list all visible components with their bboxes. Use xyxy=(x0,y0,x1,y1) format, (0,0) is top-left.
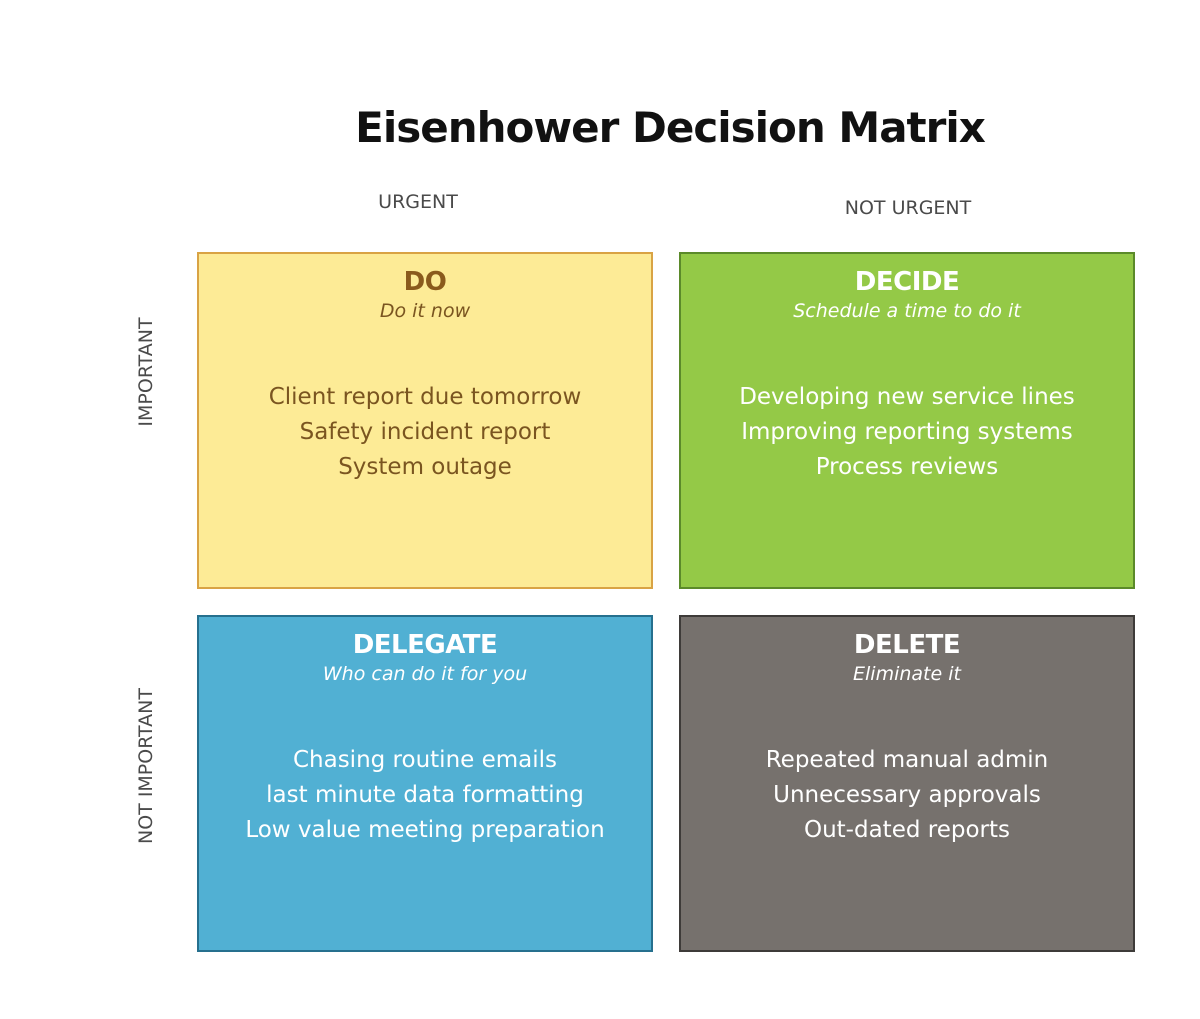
row-label-not-important: NOT IMPORTANT xyxy=(135,688,157,844)
quadrant-delegate: DELEGATE Who can do it for you Chasing r… xyxy=(197,615,653,952)
page-title: Eisenhower Decision Matrix xyxy=(355,103,986,152)
quadrant-subtitle: Who can do it for you xyxy=(322,663,528,685)
quadrant-heading: DECIDE xyxy=(854,267,960,297)
row-label-important: IMPORTANT xyxy=(135,317,157,427)
list-item: Low value meeting preparation xyxy=(245,817,605,843)
quadrant-heading: DO xyxy=(403,267,447,297)
list-item: Process reviews xyxy=(815,454,999,480)
quadrant-subtitle: Do it now xyxy=(379,300,471,322)
list-item: System outage xyxy=(338,454,512,480)
quadrant-item-list: Chasing routine emails last minute data … xyxy=(199,743,651,848)
quadrant-do: DO Do it now Client report due tomorrow … xyxy=(197,252,653,589)
list-item: Improving reporting systems xyxy=(741,419,1073,445)
quadrant-heading: DELEGATE xyxy=(352,630,498,660)
quadrant-subtitle: Schedule a time to do it xyxy=(793,300,1021,322)
list-item: Developing new service lines xyxy=(739,384,1075,410)
list-item: Chasing routine emails xyxy=(292,747,558,773)
quadrant-decide: DECIDE Schedule a time to do it Developi… xyxy=(679,252,1135,589)
column-label-urgent: URGENT xyxy=(378,191,458,213)
quadrant-subtitle: Eliminate it xyxy=(853,663,961,685)
list-item: last minute data formatting xyxy=(266,782,584,808)
list-item: Safety incident report xyxy=(299,419,551,445)
list-item: Client report due tomorrow xyxy=(268,384,582,410)
quadrant-item-list: Repeated manual admin Unnecessary approv… xyxy=(681,743,1133,848)
quadrant-item-list: Client report due tomorrow Safety incide… xyxy=(199,380,651,485)
quadrant-delete: DELETE Eliminate it Repeated manual admi… xyxy=(679,615,1135,952)
list-item: Out-dated reports xyxy=(803,817,1010,843)
list-item: Repeated manual admin xyxy=(765,747,1049,773)
quadrant-heading: DELETE xyxy=(853,630,961,660)
column-label-not-urgent: NOT URGENT xyxy=(844,197,972,219)
list-item: Unnecessary approvals xyxy=(773,782,1041,808)
quadrant-item-list: Developing new service lines Improving r… xyxy=(681,380,1133,485)
